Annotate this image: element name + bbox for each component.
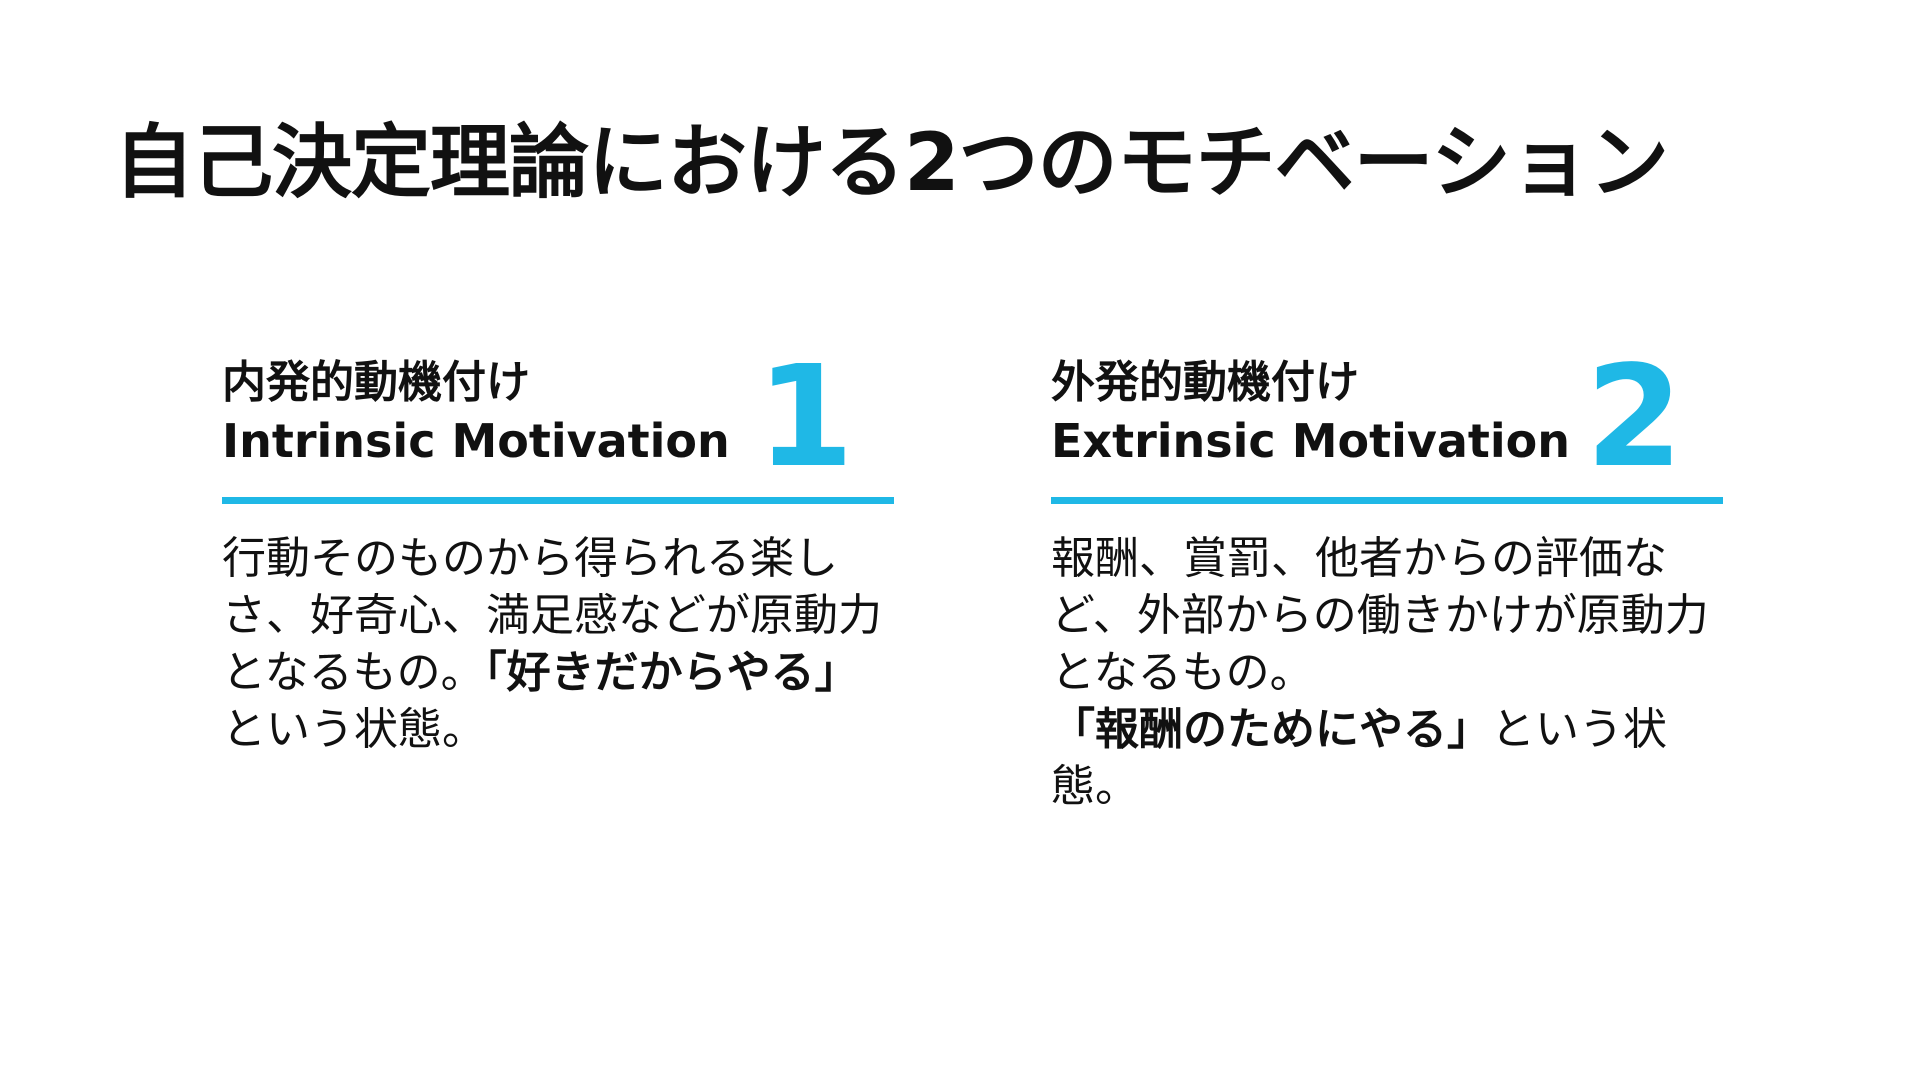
slide-title: 自己決定理論における2つのモチベーション [114, 116, 1669, 209]
card-title-jp: 内発的動機付け [222, 357, 530, 408]
card-intrinsic: 内発的動機付け Intrinsic Motivation 1 行動そのものから得… [222, 343, 894, 758]
card-description-tail: という状態。 [1051, 704, 1667, 812]
card-number: 1 [756, 336, 854, 499]
card-header: 外発的動機付け Extrinsic Motivation 2 [1051, 343, 1723, 504]
card-title-en: Intrinsic Motivation [222, 414, 730, 468]
card-description-emphasis: 「報酬のためにやる」 [1051, 704, 1491, 755]
card-description: 報酬、賞罰、他者からの評価など、外部からの働きかけが原動力となるもの。「報酬のた… [1051, 530, 1723, 815]
card-title-en: Extrinsic Motivation [1051, 414, 1570, 468]
card-header: 内発的動機付け Intrinsic Motivation 1 [222, 343, 894, 504]
card-title-jp: 外発的動機付け [1051, 357, 1359, 408]
card-description-text: 報酬、賞罰、他者からの評価など、外部からの働きかけが原動力となるもの。 [1051, 533, 1709, 698]
card-number: 2 [1585, 336, 1683, 499]
card-extrinsic: 外発的動機付け Extrinsic Motivation 2 報酬、賞罰、他者か… [1051, 343, 1723, 815]
card-description-tail: という状態。 [222, 704, 486, 755]
card-description-emphasis: 「好きだからやる」 [484, 647, 859, 698]
card-description-text: 行動そのものから得られる楽しさ、好奇心、満足感などが原動力となるもの。 [222, 533, 882, 698]
card-description: 行動そのものから得られる楽しさ、好奇心、満足感などが原動力となるもの。「好きだか… [222, 530, 894, 758]
